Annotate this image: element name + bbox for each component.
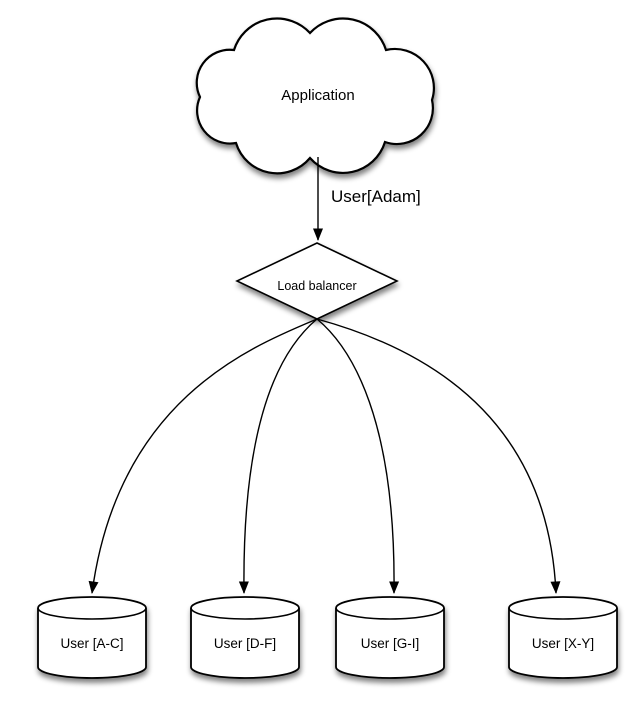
shard-1-cylinder-rim [190,607,300,620]
shard-3-cylinder-rim [508,607,618,620]
shard-1-label: User [D-F] [214,636,276,651]
edge-app-to-lb-label: User[Adam] [331,187,421,206]
shard-1-node: User [D-F] [190,596,300,679]
edge-lb-to-shard-1 [238,318,318,594]
edge-lb-to-shard-2 [316,318,400,594]
shard-0-cylinder-rim [37,607,147,620]
shard-3-label: User [X-Y] [532,636,594,651]
shard-2-cylinder-rim [335,607,445,620]
shard-3-node: User [X-Y] [508,596,618,679]
shard-2-label: User [G-I] [361,636,420,651]
edge-app-to-lb: User[Adam] [313,157,421,241]
shard-2-node: User [G-I] [335,596,445,679]
edges-lb-to-shards [88,318,561,594]
load-balancer-node: Load balancer [235,242,399,320]
edge-lb-to-shard-0 [88,318,318,594]
application-node: Application [195,17,435,175]
cloud-shape [195,17,435,175]
application-label: Application [281,87,354,104]
shard-0-node: User [A-C] [37,596,147,679]
edge-lb-to-shard-3 [316,318,561,594]
shard-0-label: User [A-C] [60,636,123,651]
load-balancer-label: Load balancer [277,279,356,293]
